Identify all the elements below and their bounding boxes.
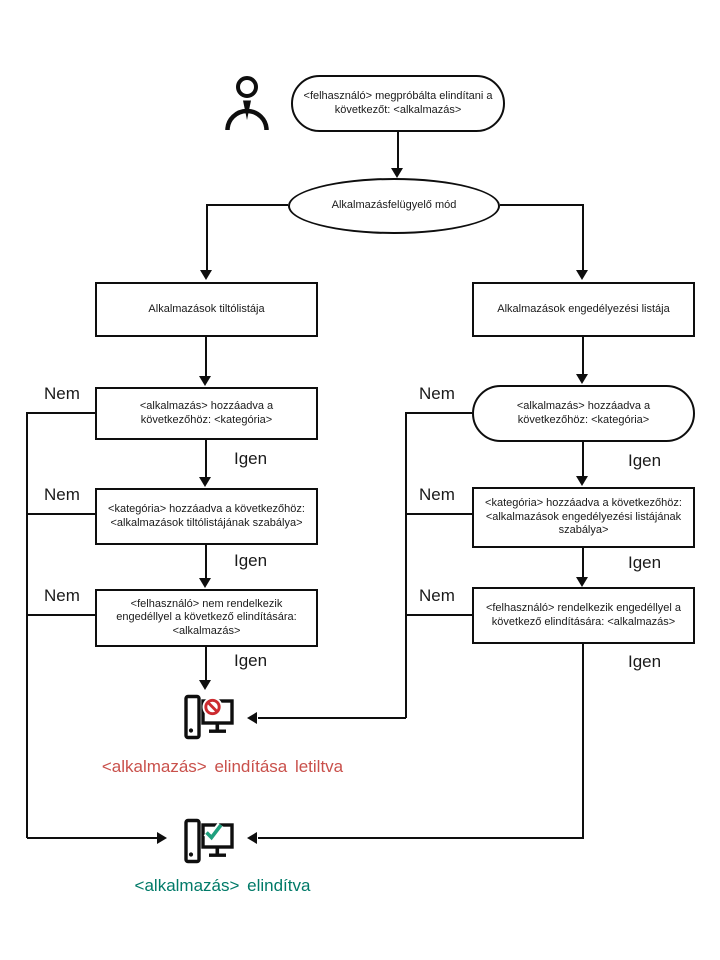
edge-allow-no-2 [406, 513, 472, 515]
arrowhead-deny-3 [199, 578, 211, 588]
edge-deny-no-3 [27, 614, 95, 616]
edge-allow-yes-to-started [258, 837, 584, 839]
edge-deny-no-2 [27, 513, 95, 515]
edge-allow-no-to-blocked [258, 717, 406, 719]
edge-allow-2 [582, 442, 584, 477]
edge-mode-allowlist-v [582, 204, 584, 270]
computer-ok-icon [184, 818, 234, 864]
arrowhead-deny-1 [199, 376, 211, 386]
edge-deny-1 [205, 337, 207, 377]
edge-allow-yes-down [582, 644, 584, 839]
edge-deny-no-to-started [27, 837, 157, 839]
node-allow-app-in-category: <alkalmazás> hozzáadva a következőhöz: <… [472, 385, 695, 442]
node-deny-category-in-rule: <kategória> hozzáadva a következőhöz: <a… [95, 488, 318, 545]
edge-allow-no-collector [405, 412, 407, 718]
edge-mode-denylist-h [206, 204, 288, 206]
arrowhead-mode-denylist [200, 270, 212, 280]
started-status-text: <alkalmazás> elindítva [134, 876, 311, 895]
check-icon [205, 823, 223, 841]
label-no-deny-2: Nem [44, 485, 80, 504]
no-entry-icon [204, 698, 221, 716]
arrowhead-deny-2 [199, 477, 211, 487]
edge-deny-2 [205, 440, 207, 478]
label-no-allow-2: Nem [419, 485, 455, 504]
edge-deny-no-collector [26, 412, 28, 838]
label-yes-deny-1: Igen [234, 449, 268, 468]
edge-allow-3 [582, 548, 584, 578]
user-icon [225, 76, 269, 131]
label-no-deny-3: Nem [44, 586, 80, 605]
label-yes-allow-3: Igen [628, 652, 662, 671]
label-no-allow-3: Nem [419, 586, 455, 605]
node-deny-app-in-category: <alkalmazás> hozzáadva a következőhöz: <… [95, 387, 318, 440]
computer-blocked-icon [184, 694, 234, 740]
arrowhead-start-mode [391, 168, 403, 178]
node-allowlist-title: Alkalmazások engedélyezési listája [472, 282, 695, 337]
arrowhead-to-started-left [157, 832, 167, 844]
node-mode: Alkalmazásfelügyelő mód [288, 178, 500, 234]
arrowhead-to-blocked [247, 712, 257, 724]
label-no-allow-1: Nem [419, 384, 455, 403]
label-yes-allow-2: Igen [628, 553, 662, 572]
edge-allow-1 [582, 337, 584, 375]
node-allow-has-permission: <felhasználó> rendelkezik engedéllyel a … [472, 587, 695, 644]
edge-deny-4 [205, 647, 207, 681]
label-yes-deny-2: Igen [234, 551, 268, 570]
edge-mode-allowlist-h [500, 204, 583, 206]
edge-deny-no-1 [27, 412, 95, 414]
edge-start-mode [397, 132, 399, 169]
arrowhead-allow-1 [576, 374, 588, 384]
arrowhead-mode-allowlist [576, 270, 588, 280]
arrowhead-allow-3 [576, 577, 588, 587]
node-deny-no-permission: <felhasználó> nem rendelkezik engedéllye… [95, 589, 318, 647]
label-yes-allow-1: Igen [628, 451, 662, 470]
node-denylist-title: Alkalmazások tiltólistája [95, 282, 318, 337]
blocked-status-text: <alkalmazás> elindítása letiltva [101, 757, 344, 776]
edge-allow-no-3 [406, 614, 472, 616]
arrowhead-to-started-right [247, 832, 257, 844]
edge-allow-no-1 [406, 412, 472, 414]
label-yes-deny-3: Igen [234, 651, 268, 670]
label-no-deny-1: Nem [44, 384, 80, 403]
arrowhead-allow-2 [576, 476, 588, 486]
node-allow-category-in-rule: <kategória> hozzáadva a következőhöz: <a… [472, 487, 695, 548]
edge-deny-3 [205, 545, 207, 579]
node-start: <felhasználó> megpróbálta elindítani a k… [291, 75, 505, 132]
edge-mode-denylist-v [206, 204, 208, 270]
arrowhead-deny-blocked [199, 680, 211, 690]
